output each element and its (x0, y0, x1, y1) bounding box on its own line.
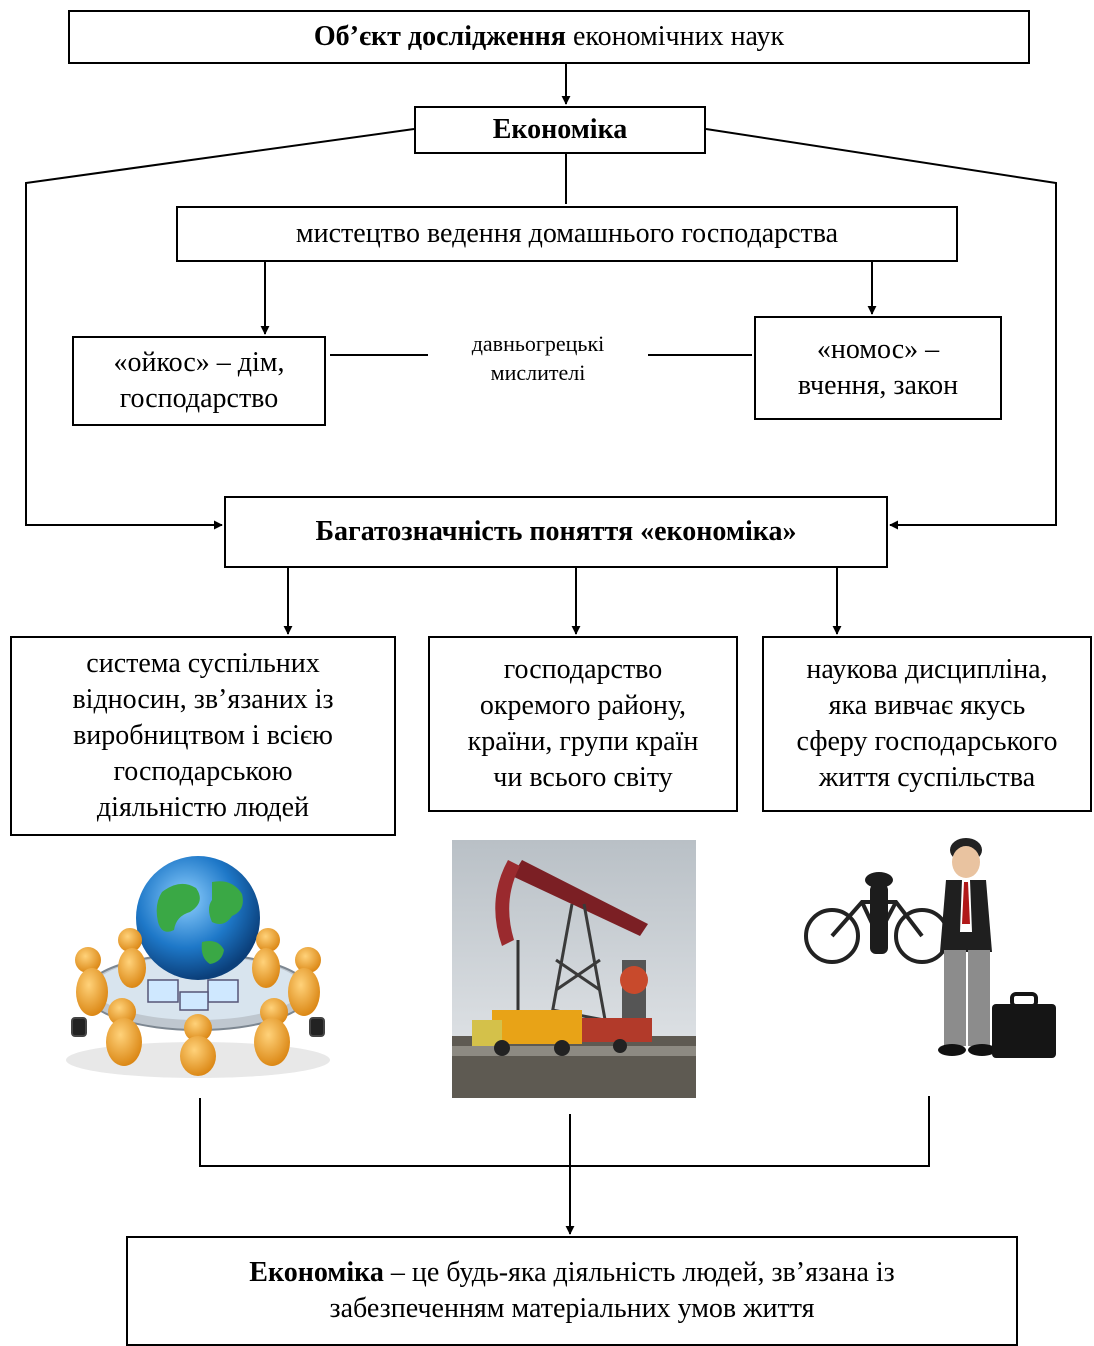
economy-box: Економіка (414, 106, 706, 154)
meaning-3-line: життя суспільства (818, 761, 1036, 793)
oil-pump-icon (452, 840, 696, 1098)
conclusion-box: Економіка – це будь-яка діяльність людей… (126, 1236, 1018, 1346)
oikos-line1: «ойкос» – дім, (113, 347, 285, 379)
meaning-2-line: окремого району, (479, 690, 687, 722)
conclusion-bold: Економіка (249, 1257, 384, 1289)
nomos-line1: «номос» – (816, 334, 940, 366)
meaning-3-line: наукова дисципліна, (806, 654, 1048, 686)
meaning-box-3: наукова дисципліна, яка вивчає якусь сфе… (762, 636, 1092, 812)
meaning-3-line: сферу господарського (796, 726, 1058, 757)
meaning-2-line: країни, групи країн (467, 726, 699, 757)
oikos-box: «ойкос» – дім, господарство (72, 336, 326, 426)
meaning-1-line: відносин, зв’язаних із (72, 684, 334, 716)
businessman-icon (792, 832, 1082, 1078)
economy-label: Економіка (492, 114, 628, 146)
meaning-1-line: виробництвом і всією (73, 720, 333, 752)
ancient-line1: давньогрецькі (471, 331, 605, 356)
research-object-bold: Об’єкт дослідження (313, 21, 566, 53)
meaning-box-2: господарство окремого району, країни, гр… (428, 636, 738, 812)
research-object-rest: економічних наук (565, 21, 785, 53)
art-box: мистецтво ведення домашнього господарств… (176, 206, 958, 262)
nomos-box: «номос» – вчення, закон (754, 316, 1002, 420)
conclusion-line1: – це будь-яка діяльність людей, зв’язана… (383, 1257, 895, 1289)
arrow-right-branch (705, 128, 1057, 530)
ambiguity-box: Багатозначність поняття «економіка» (224, 496, 888, 568)
meaning-1-line: система суспільних (86, 648, 320, 680)
ancient-line2: мислителі (490, 359, 586, 385)
nomos-line2: вчення, закон (797, 370, 959, 401)
ancient-thinkers-label: давньогрецькі мислителі (428, 330, 648, 387)
research-object-box: Об’єкт дослідження економічних наук (68, 10, 1030, 64)
meaning-1-line: господарською (113, 755, 293, 787)
arrow-left-branch (25, 128, 415, 530)
ambiguity-label: Багатозначність поняття «економіка» (315, 516, 797, 548)
meaning-2-line: чи всього світу (493, 761, 673, 793)
art-label: мистецтво ведення домашнього господарств… (295, 218, 839, 250)
meaning-3-line: яка вивчає якусь (828, 690, 1026, 722)
globe-with-people-icon (52, 842, 344, 1086)
bracket-merge-line (199, 1096, 930, 1167)
meaning-box-1: система суспільних відносин, зв’язаних і… (10, 636, 396, 836)
meaning-2-line: господарство (503, 654, 663, 686)
meaning-1-line: діяльністю людей (96, 791, 310, 823)
conclusion-line2: забезпеченням матеріальних умов життя (329, 1293, 815, 1324)
oikos-line2: господарство (119, 383, 279, 414)
